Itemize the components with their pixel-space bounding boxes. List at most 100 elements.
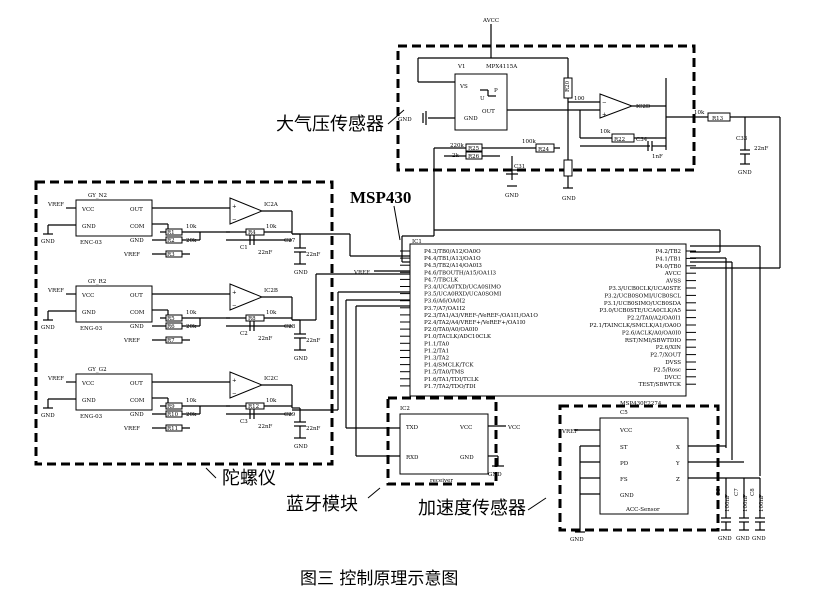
- gyro-pin: OUT: [130, 293, 143, 299]
- c34-value: 1nF: [652, 154, 663, 160]
- gyro-opamp-label: IC2C: [264, 376, 278, 382]
- r13-value: 10k: [694, 110, 705, 116]
- c33-label: C33: [736, 136, 748, 142]
- gyro-resistor: [165, 250, 183, 258]
- gyro-cap-value: 22nF: [306, 252, 321, 258]
- mcu-right-pin-label: AVCC: [664, 271, 681, 277]
- opamp-plus: +: [232, 378, 237, 384]
- gyro-cap-value: 22nF: [258, 424, 273, 430]
- mcu-left-pin-label: P1.6/TA1/TDI/TCLK: [424, 377, 480, 383]
- bluetooth-label: 蓝牙模块: [286, 494, 358, 515]
- gyro-pin: GND: [82, 224, 96, 230]
- gyro-resistor-value: 20k: [186, 238, 197, 244]
- r26-value: 2k: [452, 153, 459, 159]
- gyro-pin: COM: [130, 310, 145, 316]
- mcu-right-pin-label: P4.2/TB2: [655, 249, 681, 255]
- mcu-right-pin-label: P3.2/UCB0SOMI/UCB0SCL: [604, 293, 681, 299]
- r23: [563, 159, 573, 177]
- gyro-resistor-label: R4: [248, 230, 256, 236]
- gyro-opamp: [229, 197, 264, 225]
- r24: [535, 143, 555, 153]
- gyro-resistor-value: 10k: [186, 310, 197, 316]
- r22: [611, 133, 635, 143]
- gyro-resistor-label: R1: [167, 230, 175, 236]
- gyro-vref-label: VREF: [47, 376, 64, 382]
- gyro-resistor: [165, 410, 183, 418]
- gyro-resistor-label: R3: [167, 252, 175, 258]
- mcu-ref: IC1: [412, 239, 422, 245]
- accel-block: C5 VCC ST PD FS GND X Y Z ACC-Sensor VRE…: [418, 404, 760, 543]
- gyro-resistor: [165, 322, 183, 330]
- bt-pin-vcc: VCC: [459, 425, 472, 431]
- gyro-vref-label: VREF: [123, 252, 140, 258]
- gyro-pin: COM: [130, 398, 145, 404]
- gyro-cap-label: C3: [240, 419, 248, 425]
- r22-value: 10k: [600, 129, 611, 135]
- accel-gnd-label: GND: [736, 536, 750, 542]
- mcu-vref-label: VREF: [353, 270, 370, 276]
- gyro-chip-part: ENG-03: [80, 414, 103, 420]
- gnd-label: GND: [562, 196, 576, 202]
- r25: [465, 143, 483, 152]
- gyro-opamp: [229, 371, 264, 399]
- gyro-resistor-label: R12: [248, 404, 259, 410]
- gyro-resistor-value: 10k: [186, 224, 197, 230]
- mcu-left-pin-label: P3.5/UCA0RXD/UCA0SOMI: [424, 292, 501, 298]
- opamp-ic2d: [599, 93, 634, 119]
- mcu-right-pin-label: P3.0/UCB0STE/UCA0CLK/A5: [599, 308, 681, 314]
- accel-vref-label: VREF: [561, 429, 578, 435]
- gyro-border: [34, 180, 334, 466]
- gyro-opamp-label: IC2A: [264, 202, 279, 208]
- mcu-left-pins: P4.3/TB0/A12/OA0OP4.4/TB1/A13/OA1OP4.5/T…: [400, 249, 538, 390]
- accel-cap-value: 100nF: [759, 494, 765, 512]
- gyro-resistor-value: 20k: [186, 324, 197, 330]
- pin-gnd: GND: [464, 116, 478, 122]
- gyro-cap-label: C27: [284, 238, 296, 244]
- bluetooth-chip: [399, 413, 489, 475]
- pressure-sensor-chip: [454, 73, 508, 131]
- mcu-left-pin-label: P1.4/SMCLK/TCK: [424, 363, 474, 369]
- gyro-vref-label: VREF: [123, 338, 140, 344]
- c34-label: C34: [636, 137, 648, 143]
- accel-cap-value: 100nF: [725, 494, 731, 512]
- accel-gnd-label: GND: [752, 536, 766, 542]
- r24-label: R24: [538, 147, 550, 153]
- gnd-label: GND: [398, 117, 412, 123]
- gyro-chip-name: GY_N2: [88, 193, 107, 199]
- mcu-right-pin-label: P4.1/TB1: [655, 256, 681, 262]
- gyro-opamp-label: IC2B: [264, 288, 278, 294]
- gyro-gnd-label: GND: [130, 412, 144, 418]
- gyro-resistor: [165, 228, 183, 236]
- accel-gnd-label: GND: [718, 536, 732, 542]
- mcu-part: MSP430F2274: [620, 401, 662, 407]
- accel-cap-label: C6: [716, 488, 722, 496]
- opamp-ic2d-label: IC2D: [636, 104, 651, 110]
- opamp-plus: +: [232, 204, 237, 210]
- gyro-pin: VCC: [81, 381, 94, 387]
- r25-value: 220k: [450, 143, 464, 149]
- gyro-gnd-label: GND: [294, 270, 308, 276]
- gyro-pin: GND: [82, 310, 96, 316]
- gyro-resistor-label: R7: [167, 338, 175, 344]
- mcu-left-pin-label: P1.0/TACLK/ADC10CLK: [424, 334, 492, 340]
- pressure-sensor-label: 大气压传感器: [276, 114, 384, 135]
- gyro-resistor: [165, 336, 183, 344]
- gyro-resistor-label: R6: [167, 324, 175, 330]
- gyro-gnd-label: GND: [41, 325, 55, 331]
- accel-pin-vcc: VCC: [619, 428, 632, 434]
- mcu-left-pin-label: P1.3/TA2: [424, 356, 449, 362]
- mcu-left-pin-label: P4.4/TB1/A13/OA1O: [424, 256, 481, 262]
- mcu-left-pin-label: P4.3/TB0/A12/OA0O: [424, 249, 481, 255]
- gyro-label: 陀螺仪: [222, 468, 276, 489]
- accel-pin-st: ST: [620, 445, 628, 451]
- pressure-chip-ref: V1: [457, 64, 465, 70]
- bt-gnd-label: GND: [488, 472, 502, 478]
- gyro-pin: VCC: [81, 207, 94, 213]
- gyro-vref-label: VREF: [123, 426, 140, 432]
- mcu-body: [409, 243, 687, 397]
- c33-value: 22nF: [754, 146, 769, 152]
